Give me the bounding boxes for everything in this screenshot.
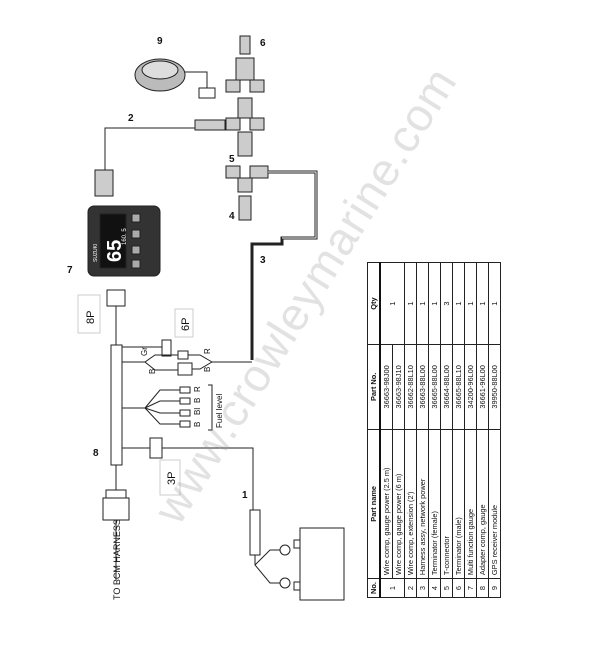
header-no: No. bbox=[367, 578, 380, 598]
wire-color-r: R bbox=[193, 386, 202, 392]
callout-1: 1 bbox=[242, 490, 248, 501]
cell-qty: 1 bbox=[464, 262, 477, 345]
wire-color-gr: Gr bbox=[140, 347, 149, 356]
table-header: No. Part name Part No. Qty bbox=[367, 262, 380, 598]
cell-no: 6 bbox=[452, 578, 465, 598]
callout-8: 8 bbox=[93, 448, 99, 459]
cell-part-name: Harness assy, network power bbox=[416, 429, 429, 579]
wire-color-b: B bbox=[193, 422, 202, 427]
cell-part-name: Adapter comp, gauge bbox=[476, 429, 489, 579]
wire-color-b: B bbox=[148, 369, 157, 374]
cell-part-no: 39950-88L00 bbox=[488, 344, 501, 430]
wire-color-b: B bbox=[203, 367, 212, 372]
cell-no: 1 bbox=[380, 578, 405, 598]
gauge-sub-reading: 160. 5 bbox=[122, 228, 128, 245]
callout-5: 5 bbox=[229, 154, 235, 165]
cell-qty: 1 bbox=[452, 262, 465, 345]
cell-part-no: 36661-96L00 bbox=[476, 344, 489, 430]
adapter-harness bbox=[110, 344, 123, 466]
cell-part-no: 36662-88L10 bbox=[404, 344, 417, 430]
gauge-reading: 65 bbox=[104, 240, 126, 262]
cell-part-name: Terminator (male) bbox=[452, 429, 465, 579]
cell-qty: 1 bbox=[428, 262, 441, 345]
cell-part-name: Wire comp, gauge power (2.5 m) bbox=[380, 429, 393, 579]
cell-no: 5 bbox=[440, 578, 453, 598]
cell-part-no: 36663-88L00 bbox=[416, 344, 429, 430]
connector-6p-label: 6P bbox=[180, 318, 192, 331]
connector-8p-label: 8P bbox=[85, 311, 97, 324]
fuel-level-label: Fuel level bbox=[215, 394, 224, 428]
cell-qty: 1 bbox=[380, 262, 405, 345]
gauge-brand: SUZUKI bbox=[93, 244, 99, 262]
cell-no: 9 bbox=[488, 578, 501, 598]
cell-part-no: 36664-88L00 bbox=[440, 344, 453, 430]
callout-4: 4 bbox=[229, 211, 235, 222]
header-part-no: Part No. bbox=[367, 344, 380, 430]
cell-no: 2 bbox=[404, 578, 417, 598]
cell-part-no: 36663-98J10 bbox=[392, 344, 405, 430]
cell-part-name: T-connector bbox=[440, 429, 453, 579]
wire-color-r: R bbox=[203, 348, 212, 354]
cell-part-name: GPS receiver module bbox=[488, 429, 501, 579]
cell-part-no: 36665-88L00 bbox=[428, 344, 441, 430]
callout-9: 9 bbox=[157, 36, 163, 47]
cell-part-no: 36665-88L10 bbox=[452, 344, 465, 430]
wire-color-b: B bbox=[193, 398, 202, 403]
cell-no: 8 bbox=[476, 578, 489, 598]
bcm-harness-label: TO BCM HARNESS bbox=[112, 519, 122, 600]
callout-3: 3 bbox=[260, 255, 266, 266]
header-qty: Qty bbox=[367, 262, 380, 345]
header-part-name: Part name bbox=[367, 429, 380, 579]
callout-7: 7 bbox=[67, 265, 73, 276]
cell-qty: 1 bbox=[416, 262, 429, 345]
wire-color-bl: Bl bbox=[193, 408, 202, 415]
cell-qty: 3 bbox=[440, 262, 453, 345]
cell-qty: 1 bbox=[488, 262, 501, 345]
cell-no: 7 bbox=[464, 578, 477, 598]
cell-part-name: Multi function gauge bbox=[464, 429, 477, 579]
cell-qty: 1 bbox=[476, 262, 489, 345]
cell-qty: 1 bbox=[404, 262, 417, 345]
callout-2: 2 bbox=[128, 113, 134, 124]
cell-part-name: Wire comp, gauge power (6 m) bbox=[392, 429, 405, 579]
cell-no: 3 bbox=[416, 578, 429, 598]
connector-3p-label: 3P bbox=[166, 472, 178, 485]
cell-no: 4 bbox=[428, 578, 441, 598]
cell-part-no: 34200-96L00 bbox=[464, 344, 477, 430]
cell-part-no: 36663-98J00 bbox=[380, 344, 393, 430]
callout-6: 6 bbox=[260, 38, 266, 49]
t-connector-stack bbox=[225, 35, 269, 221]
cell-part-name: Wire comp, extension (2') bbox=[404, 429, 417, 579]
battery bbox=[299, 527, 345, 601]
cell-part-name: Terminator (female) bbox=[428, 429, 441, 579]
